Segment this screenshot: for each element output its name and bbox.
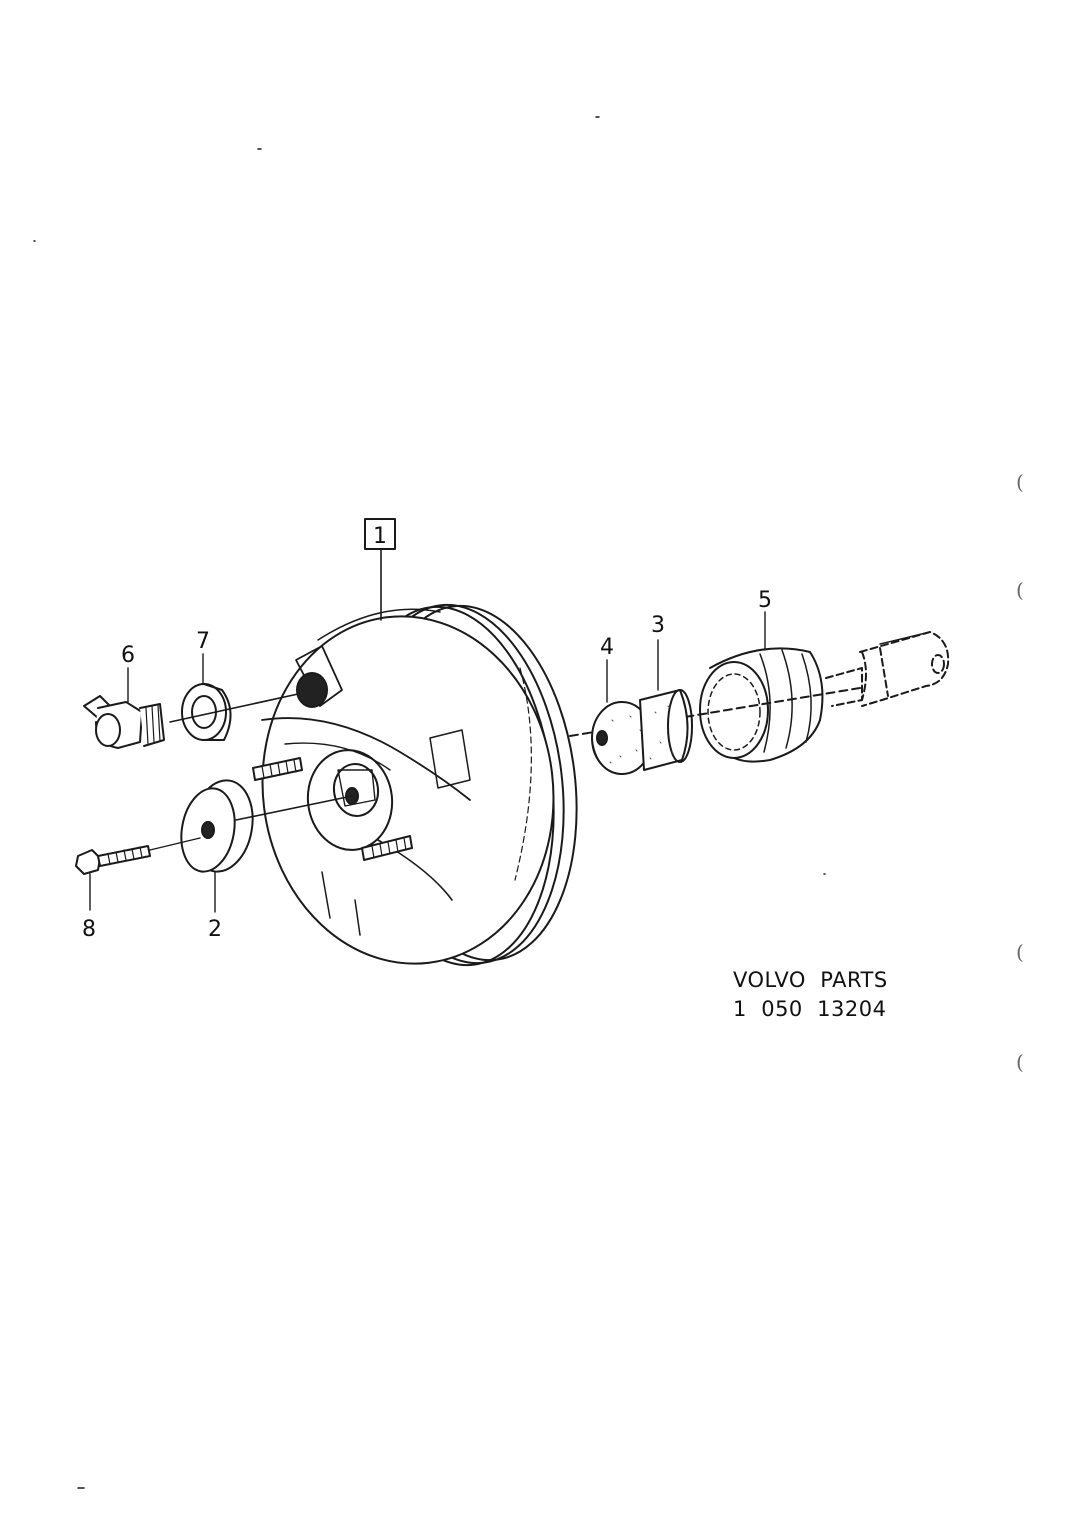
caption-brand: VOLVO PARTS: [733, 968, 888, 992]
push-rod-clevis: [825, 631, 950, 707]
part-8-bolt: [75, 837, 201, 911]
caption-part-number: 1 050 13204: [733, 997, 887, 1021]
callout-1: 1: [373, 524, 387, 549]
parts-caption: VOLVO PARTS 1 050 13204: [733, 966, 888, 1024]
brake-booster-housing: [252, 518, 578, 967]
callout-7: 7: [196, 629, 210, 654]
scan-speckles: [33, 116, 826, 1489]
part-3-filter: [639, 639, 693, 771]
edge-mark: (: [1016, 470, 1024, 494]
mounting-stud-upper: [252, 757, 303, 781]
part-2-washer: [180, 779, 254, 913]
part-5-rubber-boot: [699, 611, 824, 763]
mounting-stud-lower: [361, 835, 413, 861]
edge-mark: (: [1016, 940, 1024, 964]
part-7-grommet: [181, 653, 232, 741]
callout-2: 2: [208, 917, 222, 942]
edge-mark: (: [1016, 578, 1024, 602]
callout-3: 3: [651, 613, 665, 638]
part-6-check-valve: [83, 667, 165, 749]
callout-4: 4: [600, 635, 614, 660]
callout-5: 5: [758, 588, 772, 613]
callout-6: 6: [121, 643, 135, 668]
callout-8: 8: [82, 917, 96, 942]
edge-mark: (: [1016, 1050, 1024, 1074]
